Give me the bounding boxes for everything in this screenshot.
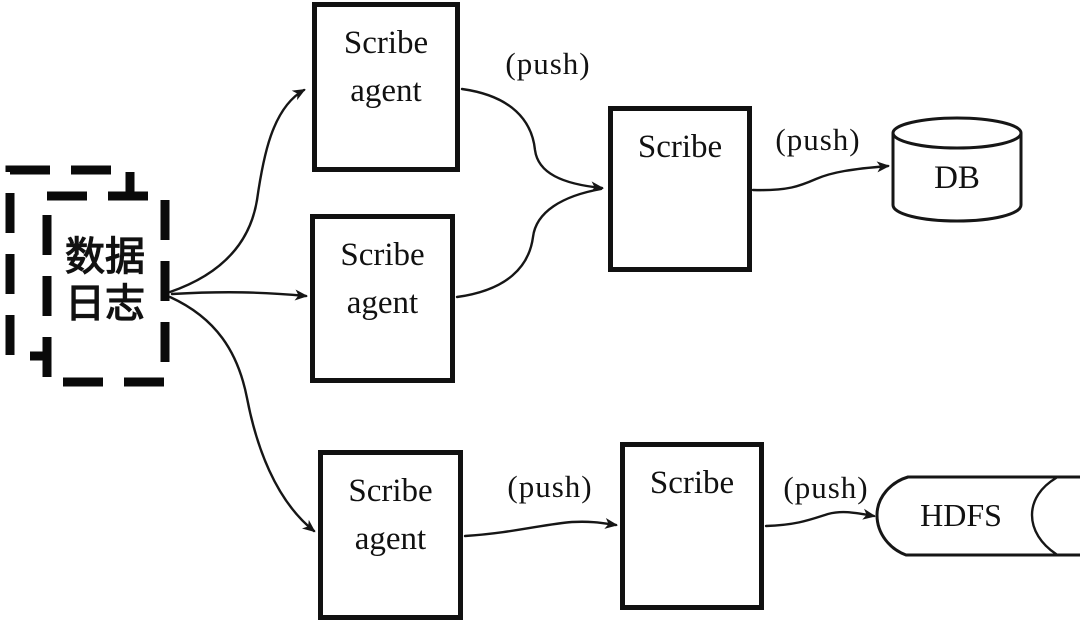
data-log-line2: 日志 [65, 281, 145, 327]
hdfs-label: HDFS [920, 497, 1002, 533]
scribe-agent-box-top: Scribe agent [312, 2, 460, 172]
scribe-agent-box-bottom: Scribe agent [318, 450, 463, 620]
push-label-agent-top: (push) [505, 46, 591, 81]
db-label: DB [934, 160, 980, 196]
scribe-agent-box-middle: Scribe agent [310, 214, 455, 383]
arrow-source-to-agent-top [168, 88, 306, 294]
data-log-source-label: 数据 日志 [56, 233, 154, 327]
scribe-server-top-label: Scribe [637, 129, 723, 165]
scribe-server-bottom-label: Scribe [649, 465, 735, 501]
arrow-agent-bottom-to-scribe2 [463, 517, 618, 538]
arrow-source-to-agent-middle [170, 289, 308, 301]
scribe-agent-top-label: Scribe agent [343, 25, 429, 109]
scribe-agent-middle-label: Scribe agent [340, 237, 425, 321]
arrow-scribe2-to-hdfs [764, 508, 876, 528]
push-label-agent-bottom: (push) [507, 469, 593, 504]
arrow-agent-top-to-scribe [460, 87, 604, 193]
push-label-scribe-to-db: (push) [775, 122, 861, 157]
data-log-line1: 数据 [65, 234, 145, 279]
scribe-server-box-bottom: Scribe [620, 442, 764, 610]
arrow-source-to-agent-bottom [168, 295, 316, 533]
push-label-scribe-to-hdfs: (push) [783, 470, 869, 505]
scribe-server-box-top: Scribe [608, 106, 752, 272]
arrow-agent-middle-to-scribe [455, 187, 603, 299]
scribe-agent-bottom-label: Scribe agent [348, 473, 433, 557]
arrow-scribe-to-db [751, 161, 890, 192]
